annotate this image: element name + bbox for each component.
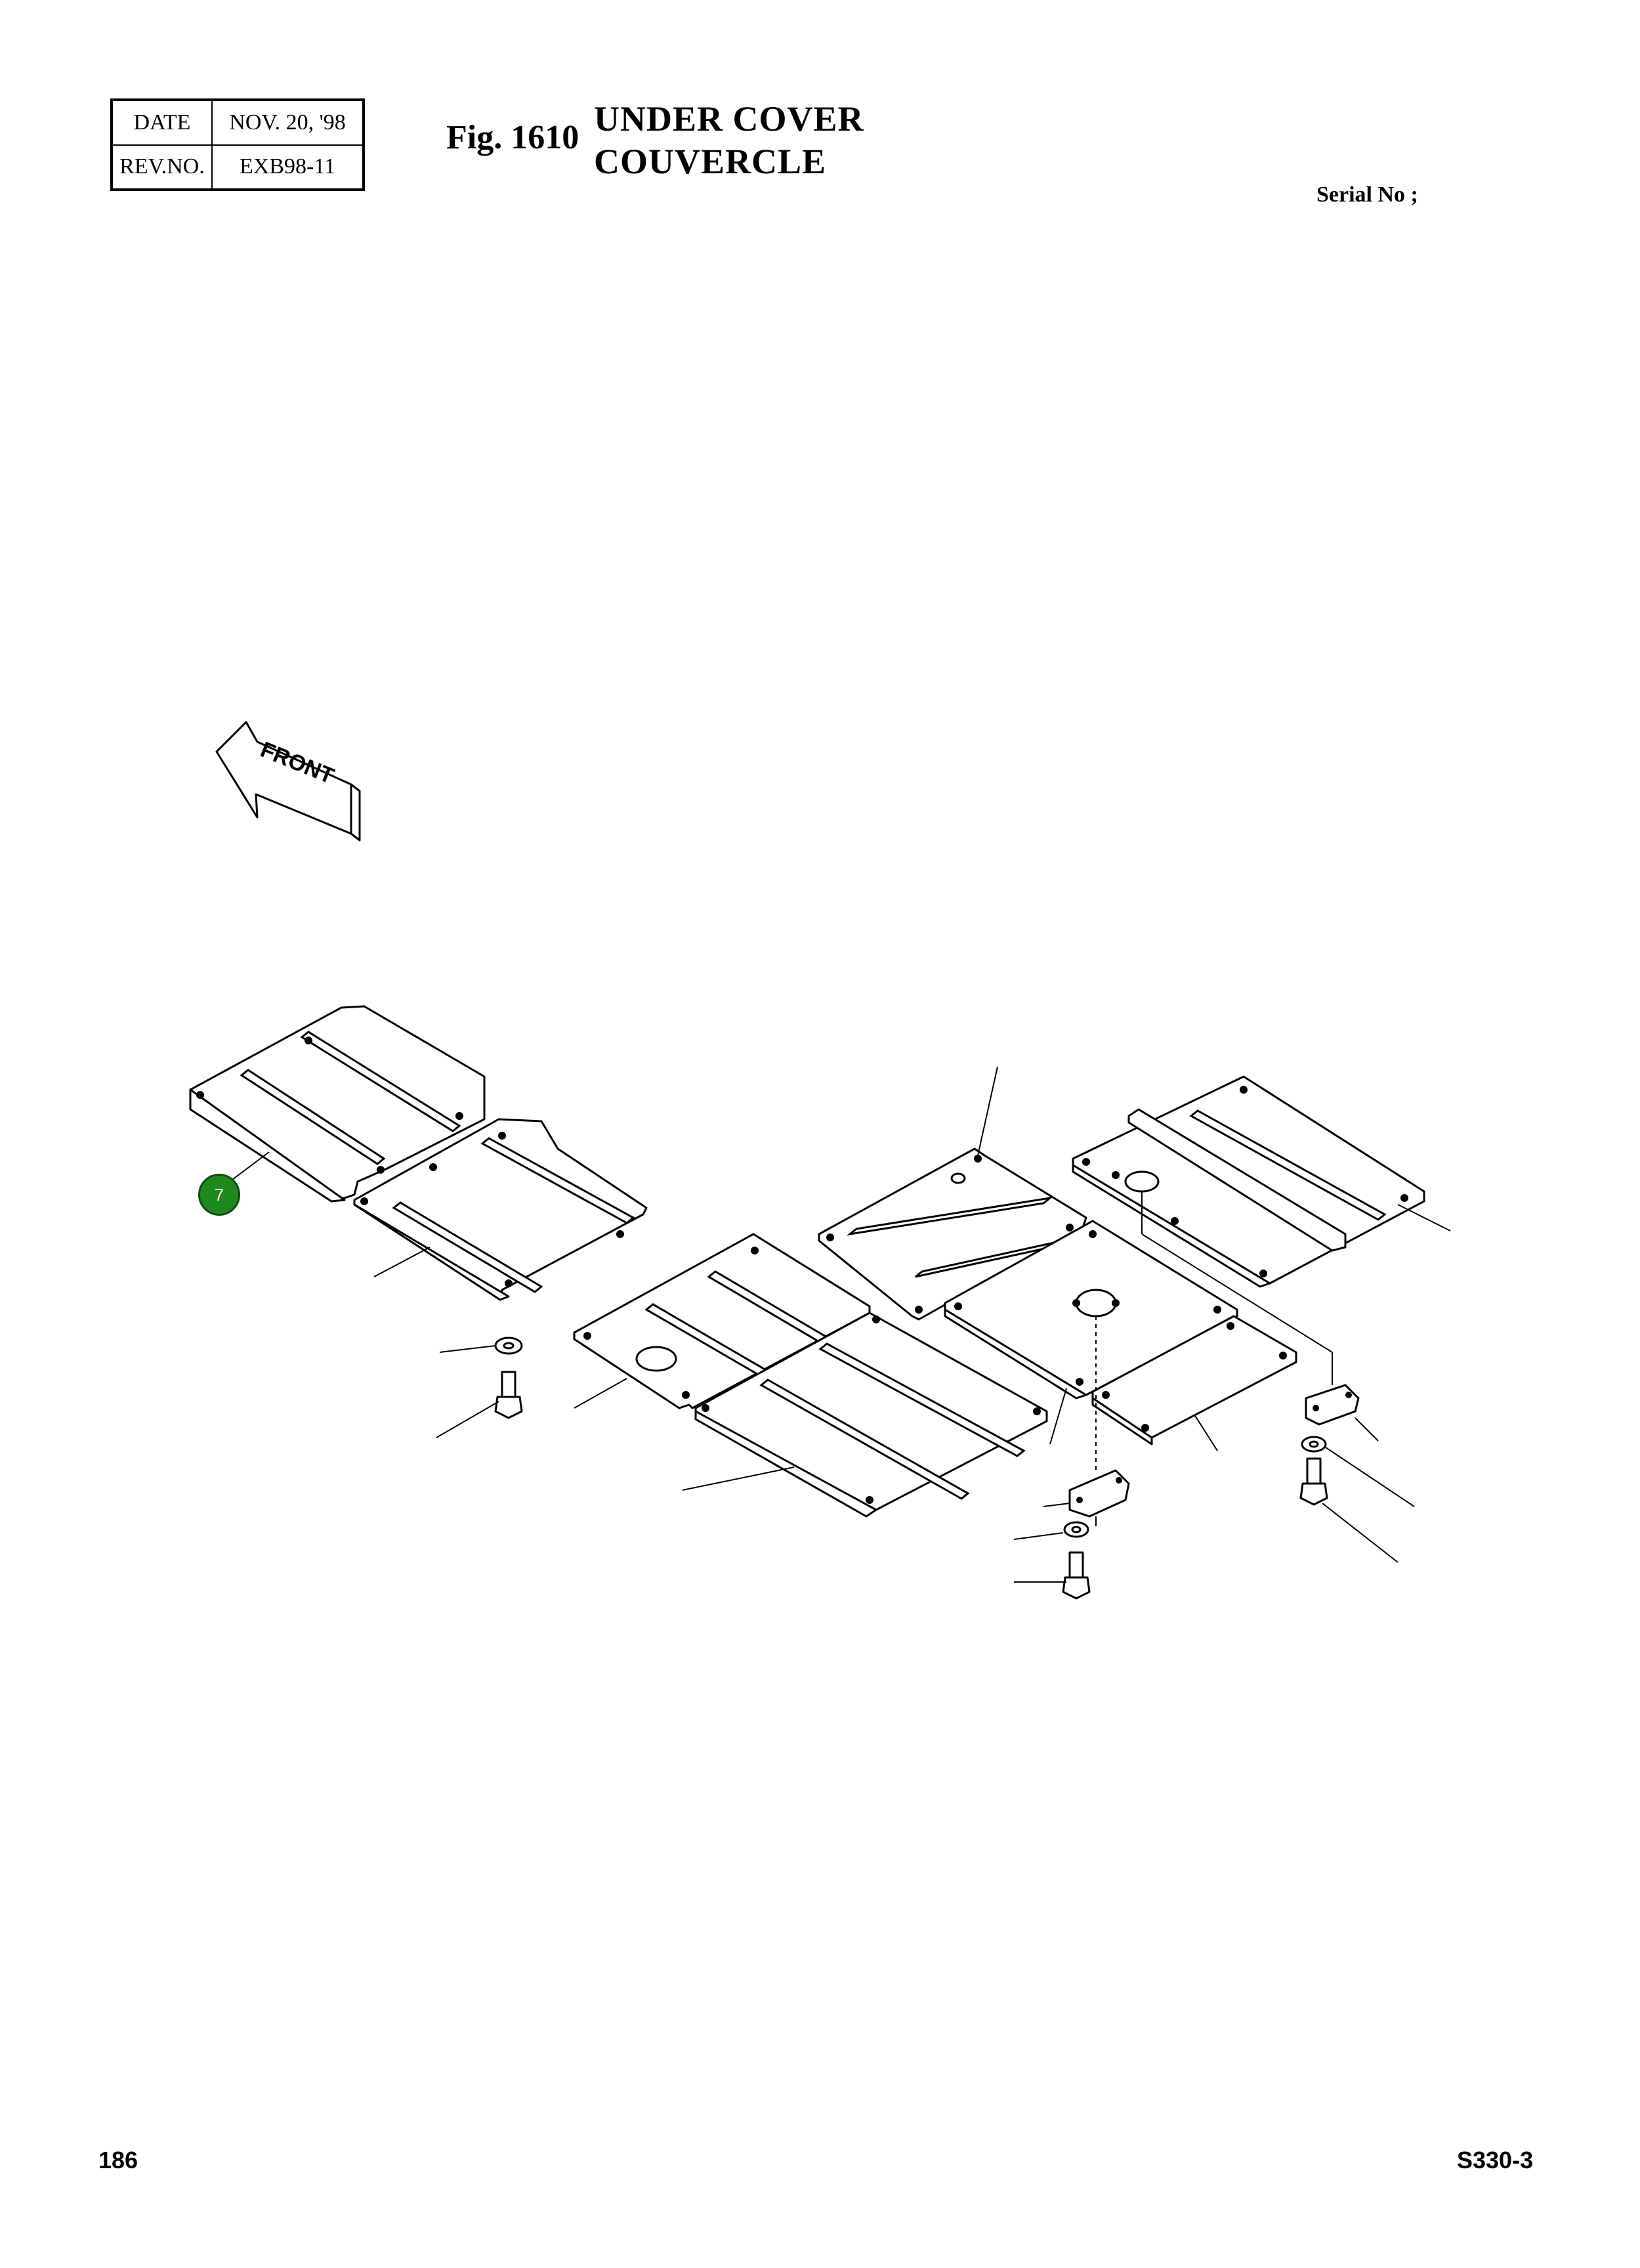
title-english: UNDER COVER xyxy=(594,99,864,139)
washer-center xyxy=(1063,1521,1089,1538)
access-plate-right xyxy=(1305,1384,1360,1426)
rear-center-cover-panel xyxy=(944,1220,1238,1400)
rev-value: EXB98-11 xyxy=(211,144,364,190)
model-number: S330-3 xyxy=(1457,2147,1534,2173)
rear-small-cover-panel xyxy=(1091,1315,1297,1445)
leader-lines xyxy=(216,1066,1451,1583)
front-direction-arrow: FRONT xyxy=(215,721,361,842)
rear-right-cover-panel xyxy=(1072,1075,1425,1288)
serial-number-label: Serial No ; xyxy=(1316,182,1418,207)
bolt-right xyxy=(1299,1457,1328,1506)
washer-right xyxy=(1301,1436,1327,1453)
front-right-cover-panel xyxy=(353,1118,648,1301)
washer-left xyxy=(494,1337,523,1355)
title-french: COUVERCLE xyxy=(594,142,827,181)
access-plate-center xyxy=(1068,1469,1130,1518)
revision-info-table: DATE NOV. 20, '98 REV.NO. EXB98-11 xyxy=(110,98,365,191)
rev-label: REV.NO. xyxy=(111,144,213,190)
date-value: NOV. 20, '98 xyxy=(211,99,364,146)
center-right-cover-panel xyxy=(694,1312,1048,1518)
center-left-cover-panel xyxy=(573,1233,871,1409)
front-left-cover-panel xyxy=(189,1005,486,1203)
figure-number: Fig. 1610 xyxy=(446,119,579,156)
date-label: DATE xyxy=(111,99,213,146)
bolt-center xyxy=(1062,1551,1091,1600)
page-number: 186 xyxy=(98,2147,138,2173)
bolt-left xyxy=(494,1371,523,1419)
callout-marker[interactable]: 7 xyxy=(198,1174,240,1216)
rear-left-cover-panel xyxy=(818,1147,1087,1321)
